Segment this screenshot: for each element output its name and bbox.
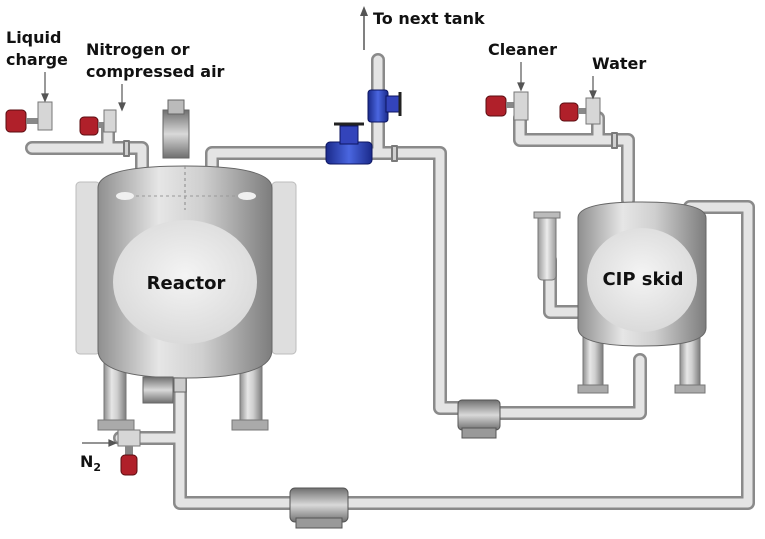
to-next-tank-label: To next tank bbox=[373, 9, 485, 28]
to-next-tank-arrow bbox=[360, 6, 368, 50]
water-valve bbox=[559, 97, 601, 125]
nitrogen-label-line1: Nitrogen or bbox=[86, 40, 190, 59]
liquid-charge-valve bbox=[5, 101, 53, 133]
reactor-label: Reactor bbox=[147, 273, 226, 294]
nitrogen-label-line2: compressed air bbox=[86, 62, 225, 81]
transfer-pump bbox=[457, 399, 501, 439]
cleaner-label: Cleaner bbox=[488, 40, 558, 59]
blue-isolation-valve bbox=[325, 122, 373, 165]
liquid-charge-label-line1: Liquid bbox=[6, 28, 62, 47]
cip-return-pump bbox=[289, 487, 349, 529]
liquid-charge-label-line2: charge bbox=[6, 50, 68, 69]
n2-valve bbox=[117, 429, 141, 476]
n2-label-main: N bbox=[80, 452, 94, 471]
label-arrows bbox=[41, 62, 597, 447]
cip-skid-vessel bbox=[533, 201, 707, 394]
reactor-vessel bbox=[75, 99, 297, 431]
nitrogen-valve bbox=[79, 109, 117, 136]
cip-skid-label: CIP skid bbox=[602, 269, 683, 290]
blue-outlet-valve bbox=[367, 89, 402, 123]
cleaner-valve bbox=[485, 91, 529, 121]
n2-label-subscript: 2 bbox=[93, 461, 102, 475]
water-label: Water bbox=[592, 54, 647, 73]
n2-label: N2 bbox=[80, 452, 101, 477]
